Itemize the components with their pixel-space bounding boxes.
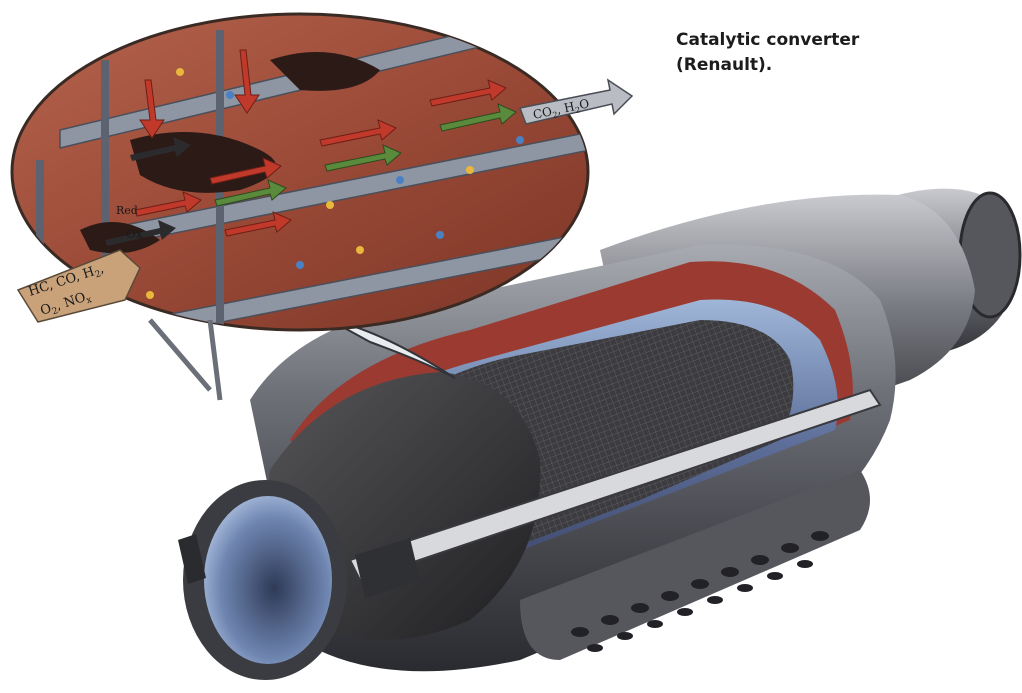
inlet-pipe-opening <box>204 496 332 664</box>
ox-label: Ox <box>126 227 143 241</box>
bubble-connector <box>150 320 220 400</box>
red-label: Red <box>116 204 138 217</box>
caption-line-1: Catalytic converter <box>676 28 906 53</box>
caption-line-2: (Renault). <box>676 53 906 78</box>
outlet-gas-b: , H <box>555 99 576 116</box>
figure-caption: Catalytic converter (Renault). <box>676 28 906 78</box>
